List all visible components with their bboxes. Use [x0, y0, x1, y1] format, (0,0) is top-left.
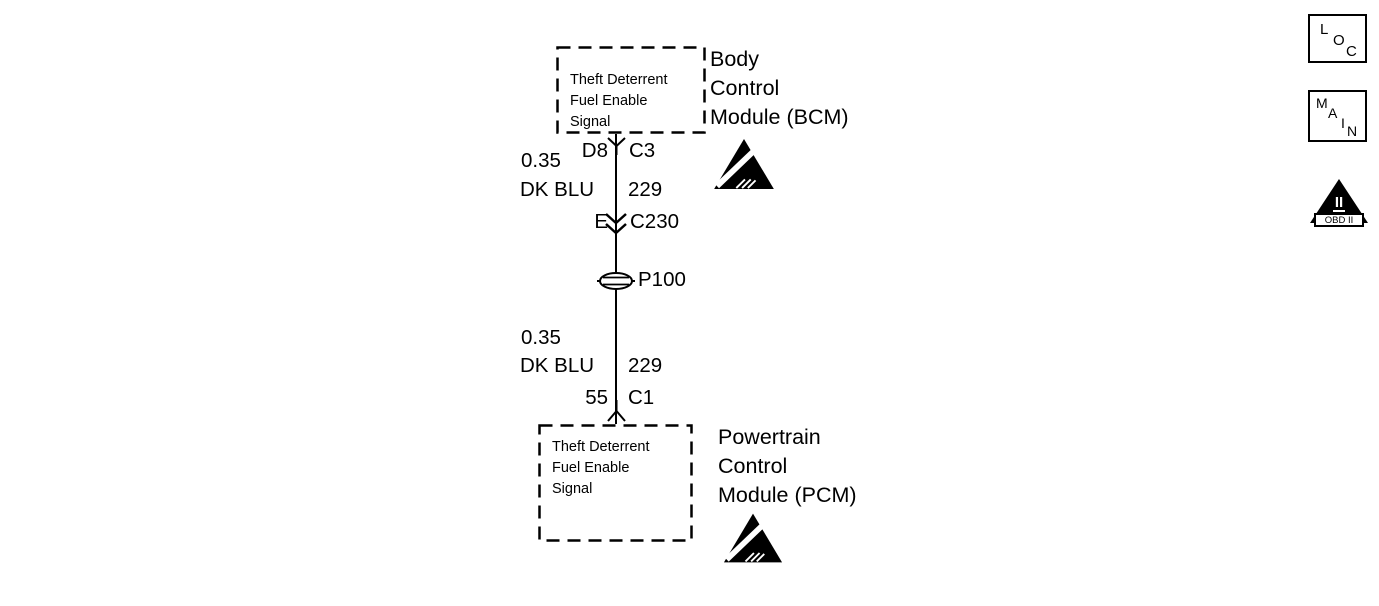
pcm-module-label: Powertrain Control Module (PCM): [718, 423, 857, 510]
bcm-module-line2: Control: [710, 76, 780, 100]
pcm-signal-line1: Theft Deterrent: [552, 439, 650, 455]
pcm-signal-line2: Fuel Enable: [552, 460, 630, 476]
bcm-connector-label: C3: [629, 139, 656, 162]
pcm-connector-label: C1: [628, 386, 655, 409]
obd2-numeral: II: [1332, 194, 1346, 212]
bcm-module-line1: Body: [710, 47, 760, 71]
inline-connector-symbol: [605, 213, 627, 235]
bcm-signal-line3: Signal: [570, 114, 611, 130]
loc-letter-l: L: [1320, 21, 1329, 38]
bcm-pin-label: D8: [581, 139, 608, 162]
loc-button[interactable]: L O C: [1308, 14, 1367, 63]
pcm-module-line2: Control: [718, 454, 788, 478]
bcm-signal-label: Theft Deterrent Fuel Enable Signal: [570, 70, 668, 133]
bcm-signal-line1: Theft Deterrent: [570, 72, 668, 88]
pcm-signal-line3: Signal: [552, 481, 593, 497]
pcm-pin-label: 55: [585, 386, 608, 409]
obd2-numeral-wrap: II: [1310, 194, 1368, 212]
pcm-signal-label: Theft Deterrent Fuel Enable Signal: [552, 437, 650, 500]
bcm-module-label: Body Control Module (BCM): [710, 45, 849, 132]
pcm-signal-box-border: [538, 424, 693, 542]
grommet-label: P100: [638, 268, 686, 291]
bcm-signal-line2: Fuel Enable: [570, 93, 648, 109]
bcm-signal-box-border: [556, 46, 706, 134]
main-button[interactable]: M A I N: [1308, 90, 1367, 142]
main-letter-m: M: [1316, 95, 1328, 111]
main-letter-i: I: [1341, 115, 1345, 131]
lower-wire-gauge: 0.35: [521, 326, 561, 349]
loc-letter-o: O: [1333, 32, 1345, 49]
lower-wire-circuit: 229: [628, 354, 663, 377]
obd2-label: OBD II: [1314, 213, 1364, 227]
pcm-connector-symbol: [607, 400, 626, 422]
grommet-symbol: [597, 272, 635, 290]
inline-pin-label: E: [594, 210, 608, 233]
obd2-triangle-icon: [1310, 179, 1368, 223]
inline-connector-label: C230: [630, 210, 680, 233]
pcm-module-line1: Powertrain: [718, 425, 821, 449]
pcm-esd-warning-icon: [723, 513, 783, 563]
pcm-module-line3: Module (PCM): [718, 483, 857, 507]
loc-letter-c: C: [1346, 43, 1357, 60]
main-letter-n: N: [1347, 123, 1358, 139]
upper-wire-color: DK BLU: [520, 178, 595, 201]
main-letter-a: A: [1328, 105, 1338, 121]
bcm-connector-symbol: [607, 137, 626, 155]
bcm-module-line3: Module (BCM): [710, 105, 849, 129]
obd2-button[interactable]: II OBD II: [1310, 179, 1368, 227]
bcm-esd-warning-icon: [714, 138, 774, 190]
upper-wire-circuit: 229: [628, 178, 663, 201]
upper-wire-gauge: 0.35: [521, 149, 561, 172]
lower-wire-color: DK BLU: [520, 354, 595, 377]
